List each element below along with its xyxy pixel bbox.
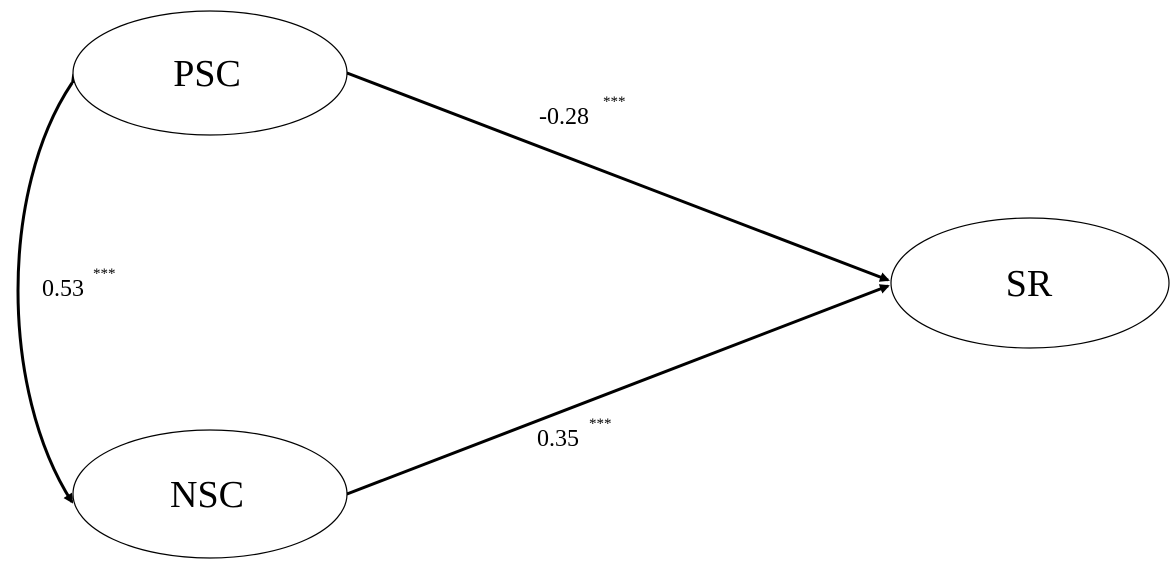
node-sr-label: SR (1006, 263, 1053, 305)
coef-psc-nsc-significance: *** (93, 266, 116, 282)
coef-nsc-sr-value: 0.35 (537, 426, 579, 452)
path-psc-to-sr-arrow (346, 71, 890, 282)
path-nsc-to-sr-arrow (346, 284, 890, 496)
coef-psc-sr-value: -0.28 (539, 104, 589, 130)
node-psc-label: PSC (173, 53, 241, 95)
coef-psc-nsc-value: 0.53 (42, 276, 84, 302)
coef-psc-nsc: 0.53 *** (42, 266, 116, 302)
node-sr: SR (890, 217, 1170, 349)
correlation-psc-nsc-arrow (16, 73, 81, 504)
coef-psc-sr: -0.28 *** (539, 94, 626, 130)
coef-nsc-sr-significance: *** (589, 416, 612, 432)
node-psc: PSC (72, 10, 348, 136)
node-nsc-label: NSC (170, 474, 244, 516)
node-nsc: NSC (72, 429, 348, 559)
coef-nsc-sr: 0.35 *** (537, 416, 612, 452)
coef-psc-sr-significance: *** (603, 94, 626, 110)
